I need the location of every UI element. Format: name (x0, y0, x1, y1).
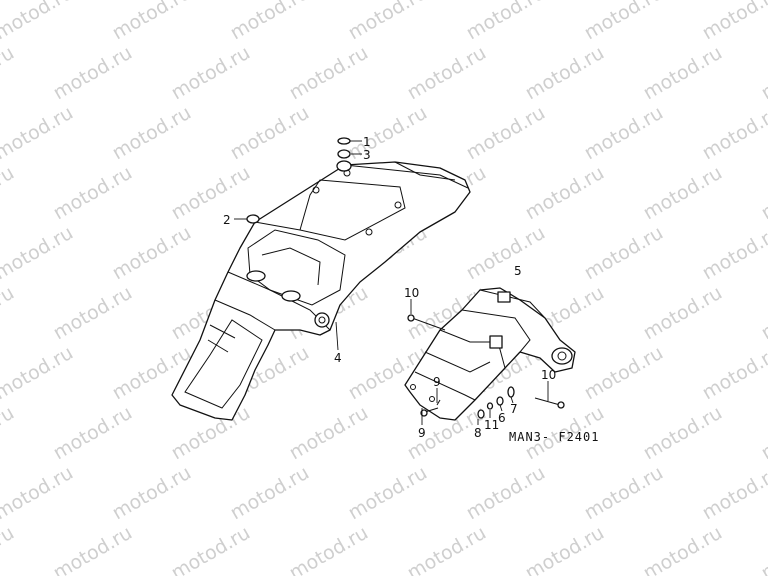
watermark-text: motod.ru (227, 462, 313, 525)
watermark-text: motod.ru (109, 222, 195, 285)
watermark-text: motod.ru (699, 222, 768, 285)
watermark-text: motod.ru (522, 522, 608, 576)
watermark-text: motod.ru (286, 522, 372, 576)
watermark-text: motod.ru (581, 222, 667, 285)
watermark-text: motod.ru (758, 282, 768, 345)
callout-11: 11 (484, 418, 499, 432)
callout-10-right: 10 (541, 368, 556, 382)
watermark-text: motod.ru (50, 402, 136, 465)
watermark-text: motod.ru (345, 0, 431, 44)
callout-5: 5 (514, 264, 522, 278)
drawing-code: MAN3- F2401 (509, 430, 599, 444)
watermark-text: motod.ru (109, 462, 195, 525)
watermark-text: motod.ru (640, 282, 726, 345)
watermark-text: motod.ru (581, 462, 667, 525)
fasteners-1-2-3 (246, 137, 352, 224)
watermark-text: motod.ru (640, 162, 726, 225)
watermark-text: motod.ru (699, 342, 768, 405)
watermark-text: motod.ru (0, 402, 18, 465)
callout-3: 3 (363, 148, 371, 162)
watermark-text: motod.ru (640, 402, 726, 465)
watermark-text: motod.ru (286, 42, 372, 105)
watermark-text: motod.ru (0, 222, 77, 285)
watermark-text: motod.ru (0, 162, 18, 225)
watermark-text: motod.ru (463, 462, 549, 525)
watermark-text: motod.ru (581, 102, 667, 165)
watermark-text: motod.ru (0, 282, 18, 345)
watermark-text: motod.ru (168, 162, 254, 225)
bracket-drawing (404, 287, 576, 421)
callout-6: 6 (498, 411, 506, 425)
watermark-text: motod.ru (758, 402, 768, 465)
watermark-text: motod.ru (699, 462, 768, 525)
watermark-text: motod.ru (286, 402, 372, 465)
watermark-text: motod.ru (640, 42, 726, 105)
watermark-text: motod.ru (463, 222, 549, 285)
watermark-text: motod.ru (0, 42, 18, 105)
watermark-text: motod.ru (758, 42, 768, 105)
callout-4: 4 (334, 351, 342, 365)
watermark-text: motod.ru (404, 522, 490, 576)
watermark-text: motod.ru (0, 522, 18, 576)
watermark-text: motod.ru (227, 102, 313, 165)
callout-1: 1 (363, 135, 371, 149)
watermark-text: motod.ru (109, 0, 195, 44)
callout-7: 7 (510, 402, 518, 416)
watermark-text: motod.ru (0, 462, 77, 525)
watermark-text: motod.ru (168, 42, 254, 105)
watermark-text: motod.ru (50, 522, 136, 576)
watermark-text: motod.ru (758, 522, 768, 576)
leader-lines (234, 140, 549, 425)
watermark-text: motod.ru (404, 42, 490, 105)
watermark-text: motod.ru (463, 102, 549, 165)
watermark-text: motod.ru (109, 102, 195, 165)
watermark-text: motod.ru (463, 0, 549, 44)
watermark-text: motod.ru (50, 282, 136, 345)
watermark-text: motod.ru (640, 522, 726, 576)
callout-8: 8 (474, 426, 482, 440)
watermark-text: motod.ru (522, 162, 608, 225)
watermark-text: motod.ru (227, 0, 313, 44)
callout-labels: 1 3 2 4 5 10 10 9 9 8 11 6 7 (223, 135, 556, 440)
watermark-text: motod.ru (758, 162, 768, 225)
callout-9-upper: 9 (433, 375, 441, 389)
callout-10-left: 10 (404, 286, 419, 300)
watermark-text: motod.ru (699, 102, 768, 165)
watermark-text: motod.ru (0, 102, 77, 165)
watermark-text: motod.ru (522, 42, 608, 105)
watermark-text: motod.ru (699, 0, 768, 44)
rear-fender-drawing (171, 161, 471, 421)
watermark-text: motod.ru (581, 0, 667, 44)
callout-2: 2 (223, 213, 231, 227)
watermark-text: motod.ru (50, 162, 136, 225)
watermark-text: motod.ru (0, 342, 77, 405)
callout-9-lower: 9 (418, 426, 426, 440)
watermark-text: motod.ru (581, 342, 667, 405)
watermark-text: motod.ru (345, 462, 431, 525)
watermark-text: motod.ru (0, 0, 77, 44)
watermark-text: motod.ru (168, 522, 254, 576)
watermark-text: motod.ru (345, 102, 431, 165)
watermark-text: motod.ru (50, 42, 136, 105)
